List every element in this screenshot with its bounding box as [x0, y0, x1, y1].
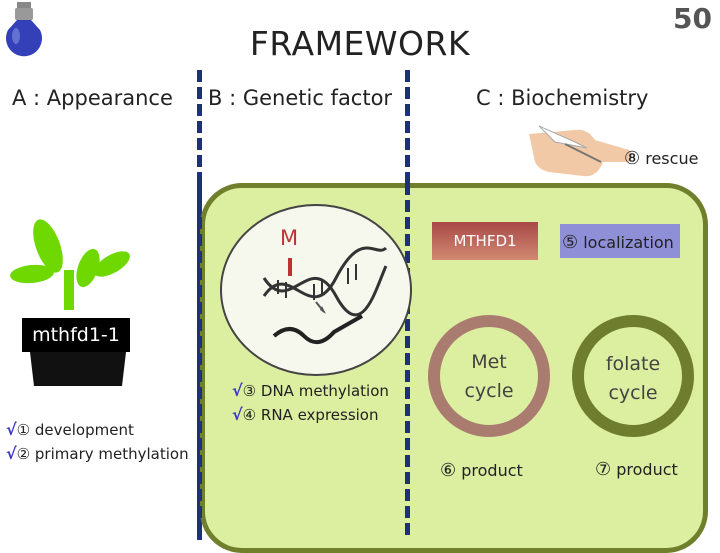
plant-item-development: √① development — [6, 420, 134, 439]
hand-icon — [525, 122, 635, 180]
folate-product-label: ⑦ product — [595, 459, 678, 480]
plant-item-primary-methylation: √② primary methylation — [6, 444, 189, 463]
column-divider-right-over — [405, 183, 410, 540]
localization-label: ⑤ localization — [562, 232, 674, 253]
page-title: FRAMEWORK — [249, 24, 471, 63]
column-b-heading: B : Genetic factor — [208, 86, 393, 110]
column-divider-left-over — [197, 183, 202, 540]
bulb-icon — [2, 0, 46, 64]
column-c-heading: C : Biochemistry — [476, 86, 649, 110]
mutant-label: mthfd1-1 — [22, 318, 130, 352]
mthfd1-enzyme-box: MTHFD1 — [432, 222, 538, 260]
page-number: 50 — [673, 2, 712, 35]
mutation-marker: M — [279, 226, 299, 250]
dna-helix-icon — [250, 218, 400, 348]
met-product-label: ⑥ product — [440, 460, 523, 481]
genetic-item-dna-methylation: √③ DNA methylation — [232, 381, 389, 400]
column-a-heading: A : Appearance — [12, 86, 173, 110]
nucleus — [220, 204, 412, 376]
rescue-label: ⑧ rescue — [624, 148, 699, 169]
localization-highlight — [560, 224, 680, 258]
genetic-item-rna-expression: √④ RNA expression — [232, 405, 379, 424]
plant-icon — [8, 210, 138, 390]
